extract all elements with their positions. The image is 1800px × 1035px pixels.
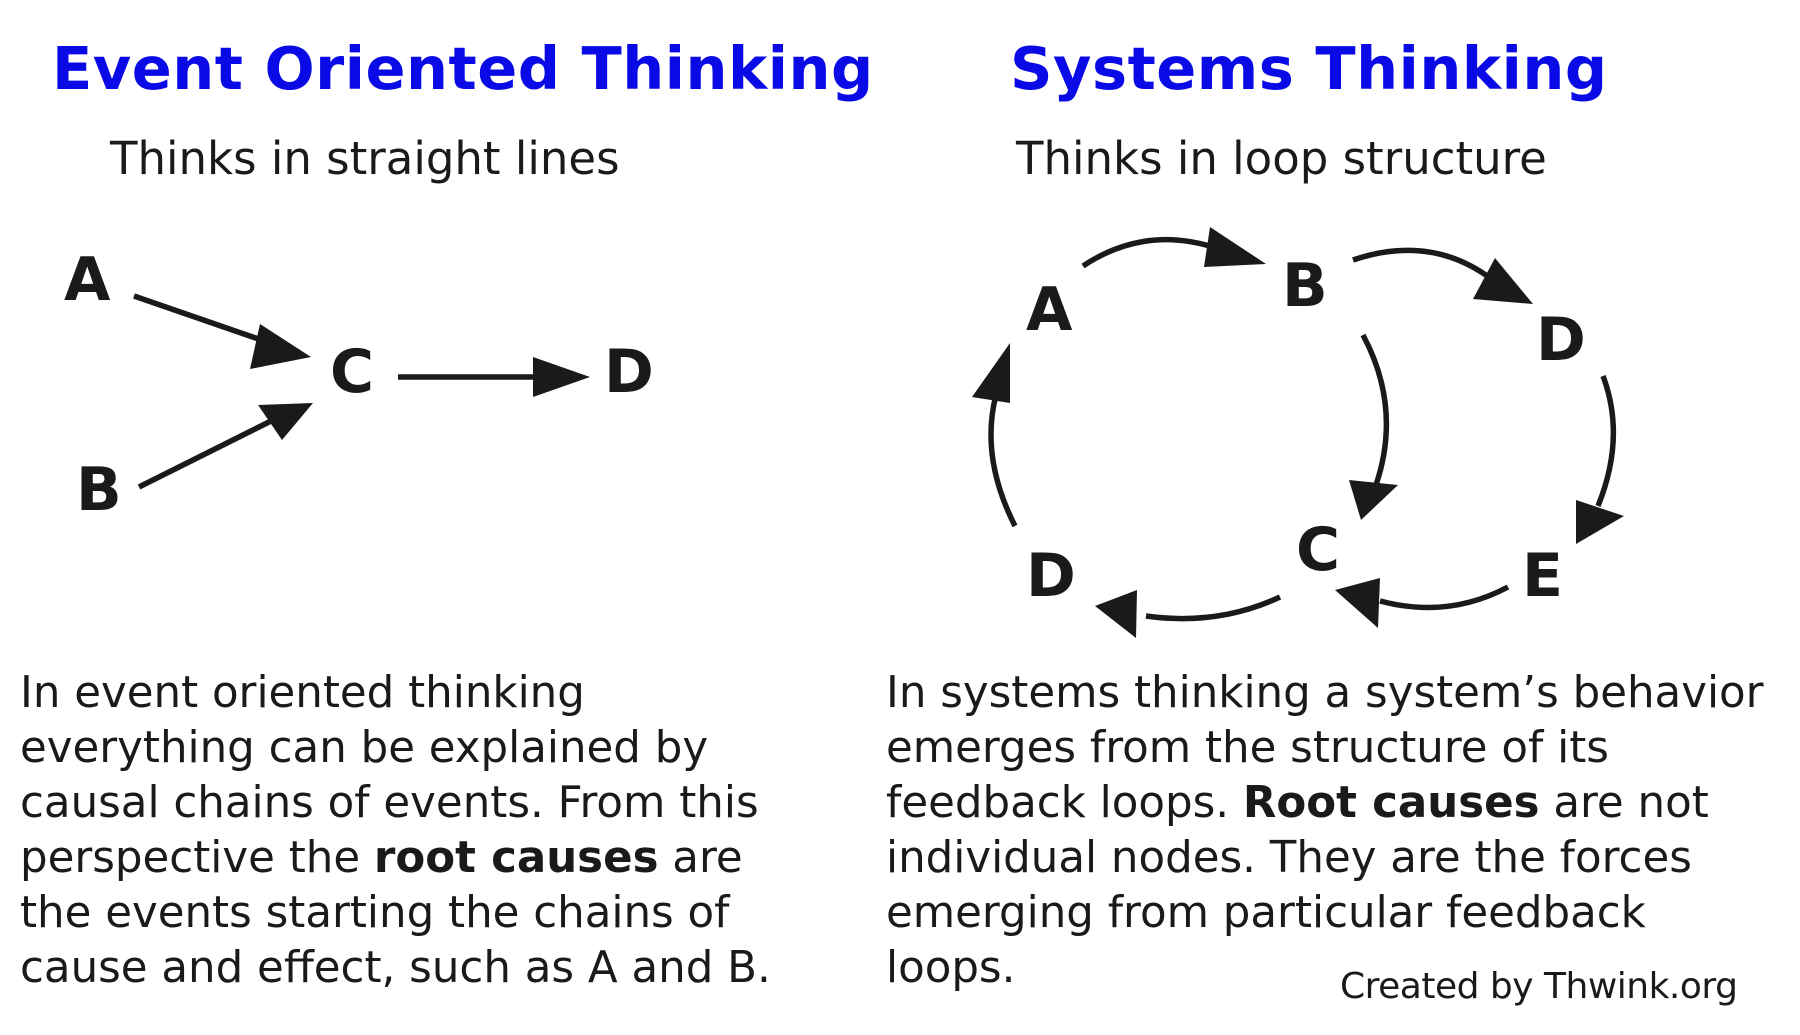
right-node-c: C — [1296, 515, 1341, 585]
arrowhead-b-to-c — [258, 403, 313, 440]
arrowhead-d-bottom-to-a — [972, 343, 1010, 403]
arrow-a-to-b — [1081, 236, 1220, 269]
arrow-c-to-d-bottom — [1145, 594, 1282, 622]
right-node-d-bottom: D — [1026, 541, 1076, 611]
systems-root-causes-bold: Root causes — [1242, 778, 1540, 828]
right-node-b: B — [1282, 251, 1328, 321]
credit-text: Created by Thwink.org — [1340, 966, 1738, 1007]
arrow-d-bottom-to-a — [988, 394, 1018, 528]
arrowhead-b-to-c — [1349, 480, 1398, 520]
arrow-b-to-c — [1360, 333, 1390, 486]
arrowhead-d-to-e — [1576, 500, 1624, 544]
event-root-causes-bold: root causes — [373, 833, 659, 883]
left-node-a: A — [64, 245, 111, 315]
systems-thinking-title: Systems Thinking — [1010, 34, 1608, 103]
arrowhead-b-to-d — [1473, 258, 1533, 304]
event-oriented-title: Event Oriented Thinking — [52, 34, 874, 103]
left-node-b: B — [76, 455, 122, 525]
arrowhead-a-to-c — [250, 324, 311, 369]
arrow-b-to-c — [137, 416, 277, 490]
systems-description-text-1: In systems thinking a system’s behavior … — [886, 668, 1764, 828]
arrowhead-e-to-c — [1335, 578, 1380, 628]
left-node-d: D — [604, 337, 654, 407]
arrow-group — [133, 236, 1617, 622]
arrowhead-group — [250, 227, 1624, 638]
systems-description-text-2: are not individual nodes. They are the f… — [886, 778, 1709, 993]
arrow-d-to-e — [1595, 375, 1617, 508]
arrow-a-to-c — [133, 293, 271, 346]
arrowhead-c-to-d-bottom — [1095, 590, 1137, 638]
arrow-e-to-c — [1379, 584, 1510, 611]
left-node-c: C — [330, 337, 375, 407]
event-oriented-description: In event oriented thinking everything ca… — [20, 666, 820, 996]
systems-thinking-description: In systems thinking a system’s behavior … — [886, 666, 1786, 996]
right-node-e: E — [1522, 541, 1563, 611]
arrow-b-to-d — [1352, 247, 1492, 281]
event-description-text-1: In event oriented thinking everything ca… — [20, 668, 759, 883]
arrowhead-c-to-d — [533, 357, 590, 397]
right-node-a: A — [1026, 275, 1073, 345]
right-node-d-top: D — [1536, 305, 1586, 375]
arrowhead-a-to-b — [1204, 227, 1266, 267]
event-description-text-2: are the events starting the chains of ca… — [20, 833, 771, 993]
event-oriented-subtitle: Thinks in straight lines — [110, 132, 620, 185]
systems-thinking-subtitle: Thinks in loop structure — [1016, 132, 1547, 185]
